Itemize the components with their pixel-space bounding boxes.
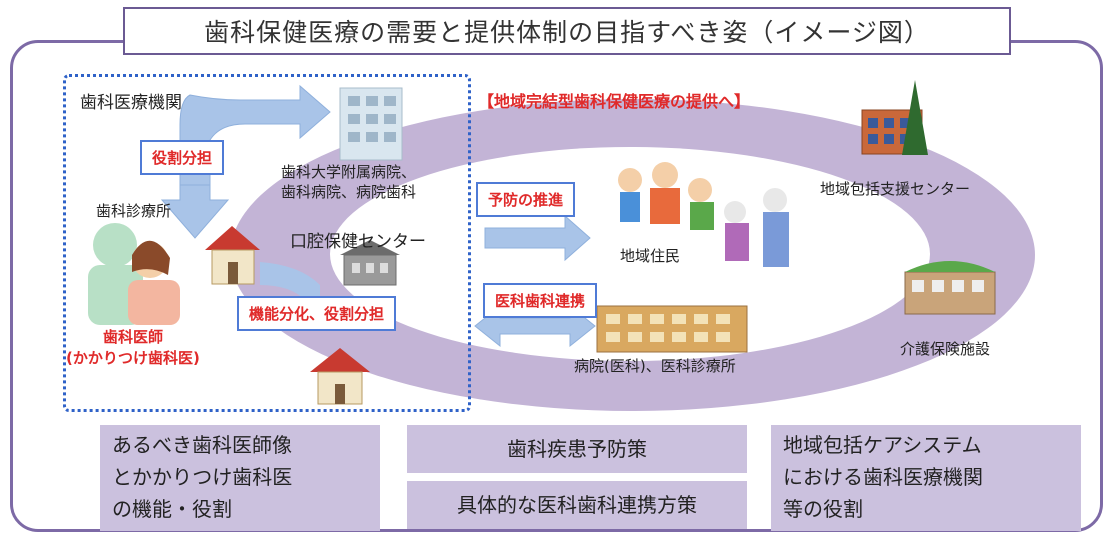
- dentist-role-line1: あるべき歯科医師像: [112, 433, 292, 457]
- support-center-building-icon: [861, 80, 928, 155]
- dental-clinic-label: 歯科診療所: [96, 202, 172, 220]
- care-facility-building-icon: [904, 261, 996, 315]
- support-center-label: 地域包括支援センター: [820, 180, 971, 198]
- curved-arrow-to-hospital: [179, 84, 331, 191]
- prevention-tag: 予防の推進: [476, 182, 576, 217]
- oral-health-center-label: 口腔保健センター: [290, 232, 426, 252]
- dentist-role-line3: の機能・役割: [112, 497, 232, 521]
- role-division-tag: 役割分担: [140, 140, 225, 175]
- clinic-house-icon-2: [310, 348, 370, 405]
- dentist-label-line1: 歯科医師: [103, 328, 164, 346]
- community-care-line3: 等の役割: [783, 497, 863, 521]
- med-dental-collaboration-tag: 医科歯科連携: [483, 283, 598, 318]
- university-hospital-building-icon: [339, 87, 403, 161]
- down-arrow-to-clinic: [160, 184, 230, 239]
- care-facility-label: 介護保険施設: [900, 340, 991, 358]
- university-hospital-label-line1: 歯科大学附属病院、: [281, 163, 417, 181]
- residents-illustration-icon: [618, 162, 789, 267]
- dental-institutions-boundary: [63, 74, 471, 412]
- dental-institutions-label: 歯科医療機関: [80, 93, 182, 113]
- community-care-role-box: 地域包括ケアシステム における歯科医療機関 等の役割: [771, 425, 1081, 531]
- university-hospital-label-line2: 歯科病院、病院歯科: [281, 183, 417, 201]
- hospital-building-icon: [596, 305, 748, 353]
- dentist-label-line2: (かかりつけ歯科医): [66, 349, 200, 367]
- community-care-line1: 地域包括ケアシステム: [783, 433, 982, 457]
- dentist-role-line2: とかかりつけ歯科医: [112, 465, 293, 489]
- dental-clinic-house-icon: [205, 226, 260, 285]
- arrow-to-residents: [484, 214, 591, 262]
- hospital-clinic-label: 病院(医科)、医科診療所: [574, 357, 736, 375]
- residents-label: 地域住民: [620, 247, 681, 265]
- disease-prevention-box: 歯科疾患予防策: [407, 425, 747, 473]
- oral-health-center-building-icon: [340, 240, 400, 286]
- function-division-tag: 機能分化、役割分担: [237, 296, 397, 331]
- diagram-title: 歯科保健医療の需要と提供体制の目指すべき姿（イメージ図）: [123, 7, 1011, 55]
- med-dental-collaboration-box: 具体的な医科歯科連携方策: [407, 481, 747, 529]
- curved-arrow-bottom: [260, 262, 320, 300]
- dentist-role-box: あるべき歯科医師像 とかかりつけ歯科医 の機能・役割: [100, 425, 380, 531]
- community-care-line2: における歯科医療機関: [783, 465, 983, 489]
- dentist-patient-illustration-icon: [88, 223, 180, 325]
- community-provision-heading: 【地域完結型歯科保健医療の提供へ】: [478, 92, 751, 111]
